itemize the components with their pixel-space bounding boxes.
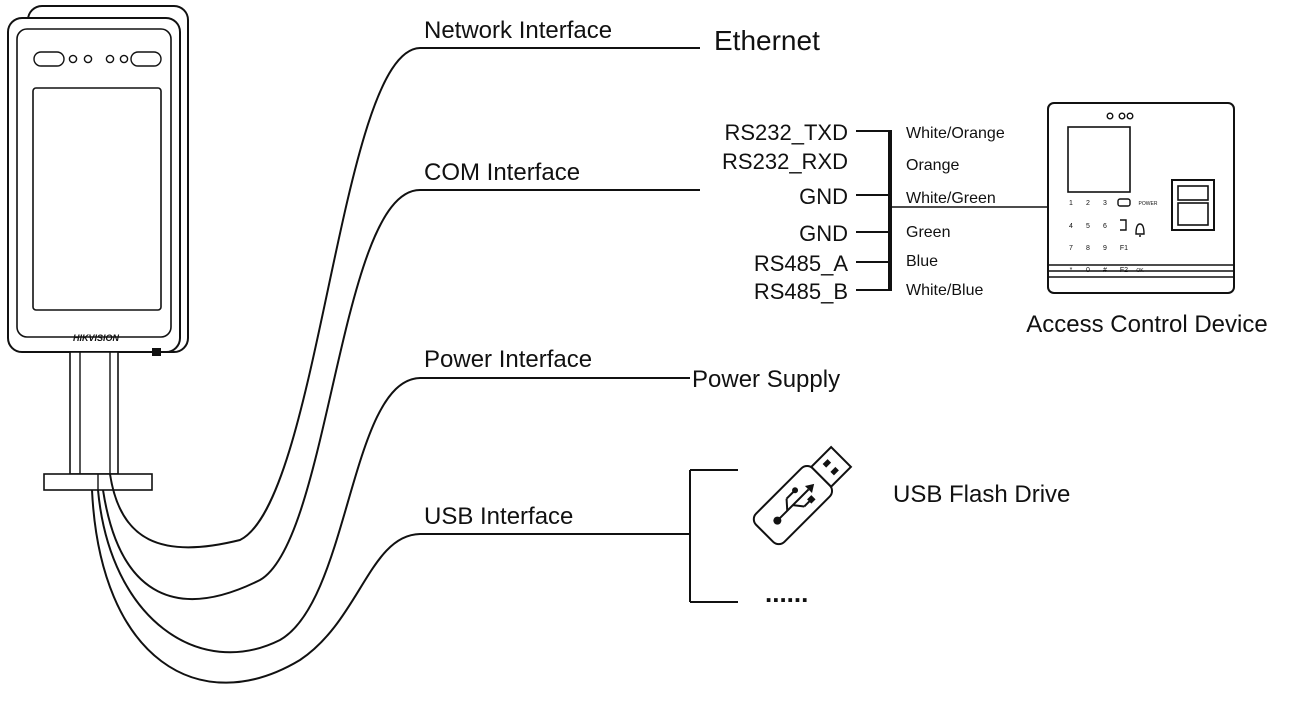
pin-label: GND xyxy=(799,184,848,209)
svg-text:7: 7 xyxy=(1069,245,1073,252)
more-devices-ellipsis: ...... xyxy=(765,578,808,608)
access-control-device-label: Access Control Device xyxy=(1026,311,1267,338)
svg-text:F1: F1 xyxy=(1120,245,1128,252)
svg-text:6: 6 xyxy=(1103,223,1107,230)
usb-flash-drive-icon xyxy=(752,445,853,546)
usb-branch xyxy=(689,469,738,603)
device-screen xyxy=(1067,126,1131,193)
svg-text:5: 5 xyxy=(1086,223,1090,230)
power-interface-label: Power Interface xyxy=(424,346,592,373)
svg-text:POWER: POWER xyxy=(1139,201,1158,207)
pin-label: GND xyxy=(799,221,848,246)
pin-label: RS232_TXD xyxy=(724,120,848,145)
usb-flash-drive-label: USB Flash Drive xyxy=(893,481,1070,508)
camera-sensor-icon xyxy=(33,51,162,67)
network-interface-label: Network Interface xyxy=(424,17,612,44)
usb-interface-label: USB Interface xyxy=(424,503,573,530)
access-control-device: 1 2 3 4 5 6 7 8 9 * 0 # F1 F2 POWER OK xyxy=(1047,102,1235,294)
fingerprint-reader-icon xyxy=(1171,179,1215,231)
svg-text:4: 4 xyxy=(1069,223,1073,230)
ethernet-label: Ethernet xyxy=(714,25,820,56)
power-supply-label: Power Supply xyxy=(692,366,840,393)
svg-text:3: 3 xyxy=(1103,200,1107,207)
wire-color-label: Orange xyxy=(906,157,959,174)
wire-color-label: White/Blue xyxy=(906,282,983,299)
wire-color-label: White/Green xyxy=(906,190,996,207)
pin-label: RS232_RXD xyxy=(722,149,848,174)
brand-logo: HIKVISION xyxy=(73,333,120,343)
bell-icon xyxy=(1135,223,1145,237)
com-pin-block: RS232_TXD RS232_RXD GND GND RS485_A RS48… xyxy=(722,120,1048,304)
face-terminal: HIKVISION xyxy=(7,5,189,491)
svg-text:9: 9 xyxy=(1103,245,1107,252)
svg-text:1: 1 xyxy=(1069,200,1073,207)
cables xyxy=(91,47,700,684)
svg-text:2: 2 xyxy=(1086,200,1090,207)
wire-color-label: White/Orange xyxy=(906,125,1005,142)
svg-text:8: 8 xyxy=(1086,245,1090,252)
wire-color-label: Blue xyxy=(906,253,938,270)
com-interface-label: COM Interface xyxy=(424,159,580,186)
pin-label: RS485_A xyxy=(754,251,849,276)
wire-color-label: Green xyxy=(906,224,950,241)
terminal-screen xyxy=(32,87,162,311)
terminal-pole xyxy=(69,351,119,475)
pin-label: RS485_B xyxy=(754,279,848,304)
